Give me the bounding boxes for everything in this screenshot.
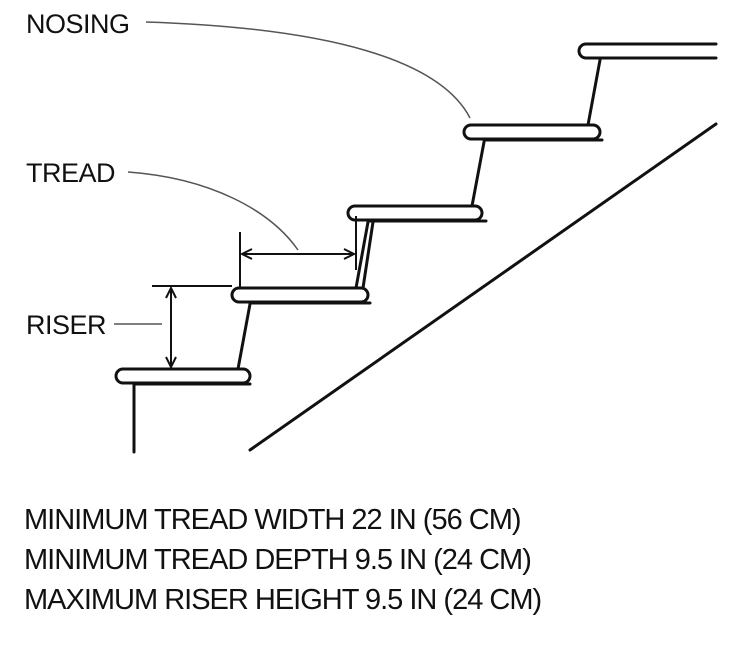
nosing-leader-line <box>145 21 471 119</box>
stair-diagram <box>114 21 718 454</box>
riser-arrow-top <box>165 285 177 299</box>
requirement-riser-height: MAXIMUM RISER HEIGHT 9.5 IN (24 CM) <box>24 584 542 616</box>
requirements-list: MINIMUM TREAD WIDTH 22 IN (56 CM) MINIMU… <box>24 500 542 620</box>
step-1-riser <box>236 302 252 371</box>
nosing-label: NOSING <box>26 9 130 39</box>
step-5-tread-nosing <box>577 42 718 60</box>
riser-arrow-bottom <box>165 356 177 370</box>
tread-leader-line <box>127 171 299 251</box>
stringer-line <box>248 122 718 452</box>
step-4-riser <box>586 58 602 127</box>
tread-arrow-right <box>343 248 357 260</box>
tread-arrow-left <box>239 248 253 260</box>
requirement-tread-depth: MINIMUM TREAD DEPTH 9.5 IN (24 CM) <box>24 544 532 576</box>
step-3-riser <box>470 140 486 208</box>
step-1-tread-nosing <box>114 367 252 385</box>
tread-label: TREAD <box>26 158 116 188</box>
step-2-riser <box>354 220 370 290</box>
step-2-tread-nosing <box>230 286 370 304</box>
step-4-tread-nosing <box>462 123 602 141</box>
requirement-tread-width: MINIMUM TREAD WIDTH 22 IN (56 CM) <box>24 504 522 536</box>
riser-label: RISER <box>26 310 107 340</box>
step-3-tread-nosing <box>346 204 484 222</box>
step-2-riser-inner <box>361 220 375 290</box>
